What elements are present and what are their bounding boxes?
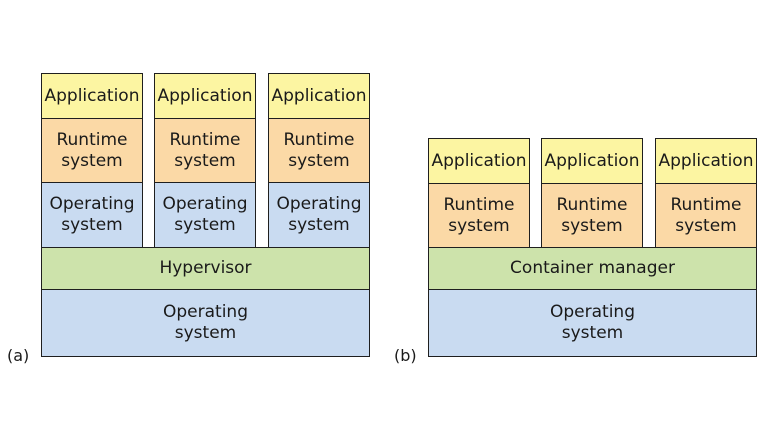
panel-b-label: (b) [394, 346, 417, 365]
container-manager-label: Container manager [510, 258, 675, 278]
host-os-label-line2: system [561, 323, 624, 343]
application-box-b2: Application [541, 138, 643, 184]
os-label-line1: Operating [276, 194, 362, 214]
runtime-label-line1: Runtime [670, 194, 742, 215]
container-manager-box: Container manager [428, 247, 757, 290]
os-label-line1: Operating [162, 194, 248, 214]
application-box-a2: Application [154, 73, 256, 119]
application-label: Application [271, 85, 367, 106]
runtime-label-line2: system [288, 150, 350, 171]
host-os-label-line2: system [174, 323, 237, 343]
hypervisor-box: Hypervisor [41, 247, 370, 290]
application-label: Application [44, 85, 140, 106]
application-box-b1: Application [428, 138, 530, 184]
panel-a-label: (a) [7, 346, 30, 365]
os-label-line2: system [288, 215, 350, 235]
runtime-label-line2: system [448, 215, 510, 236]
host-os-label-line1: Operating [550, 302, 635, 322]
application-label: Application [431, 150, 527, 171]
host-os-label-line1: Operating [163, 302, 248, 322]
runtime-label-line2: system [61, 150, 123, 171]
os-label-line2: system [61, 215, 123, 235]
os-label-line1: Operating [49, 194, 135, 214]
runtime-label-line2: system [561, 215, 623, 236]
hypervisor-label: Hypervisor [159, 258, 252, 278]
application-box-a1: Application [41, 73, 143, 119]
runtime-label-line2: system [174, 150, 236, 171]
application-label: Application [544, 150, 640, 171]
runtime-label-line2: system [675, 215, 737, 236]
application-box-a3: Application [268, 73, 370, 119]
runtime-label-line1: Runtime [169, 129, 241, 150]
application-box-b3: Application [655, 138, 757, 184]
os-label-line2: system [174, 215, 236, 235]
runtime-label-line1: Runtime [283, 129, 355, 150]
runtime-label-line1: Runtime [443, 194, 515, 215]
application-label: Application [157, 85, 253, 106]
runtime-label-line1: Runtime [56, 129, 128, 150]
runtime-label-line1: Runtime [556, 194, 628, 215]
application-label: Application [658, 150, 754, 171]
